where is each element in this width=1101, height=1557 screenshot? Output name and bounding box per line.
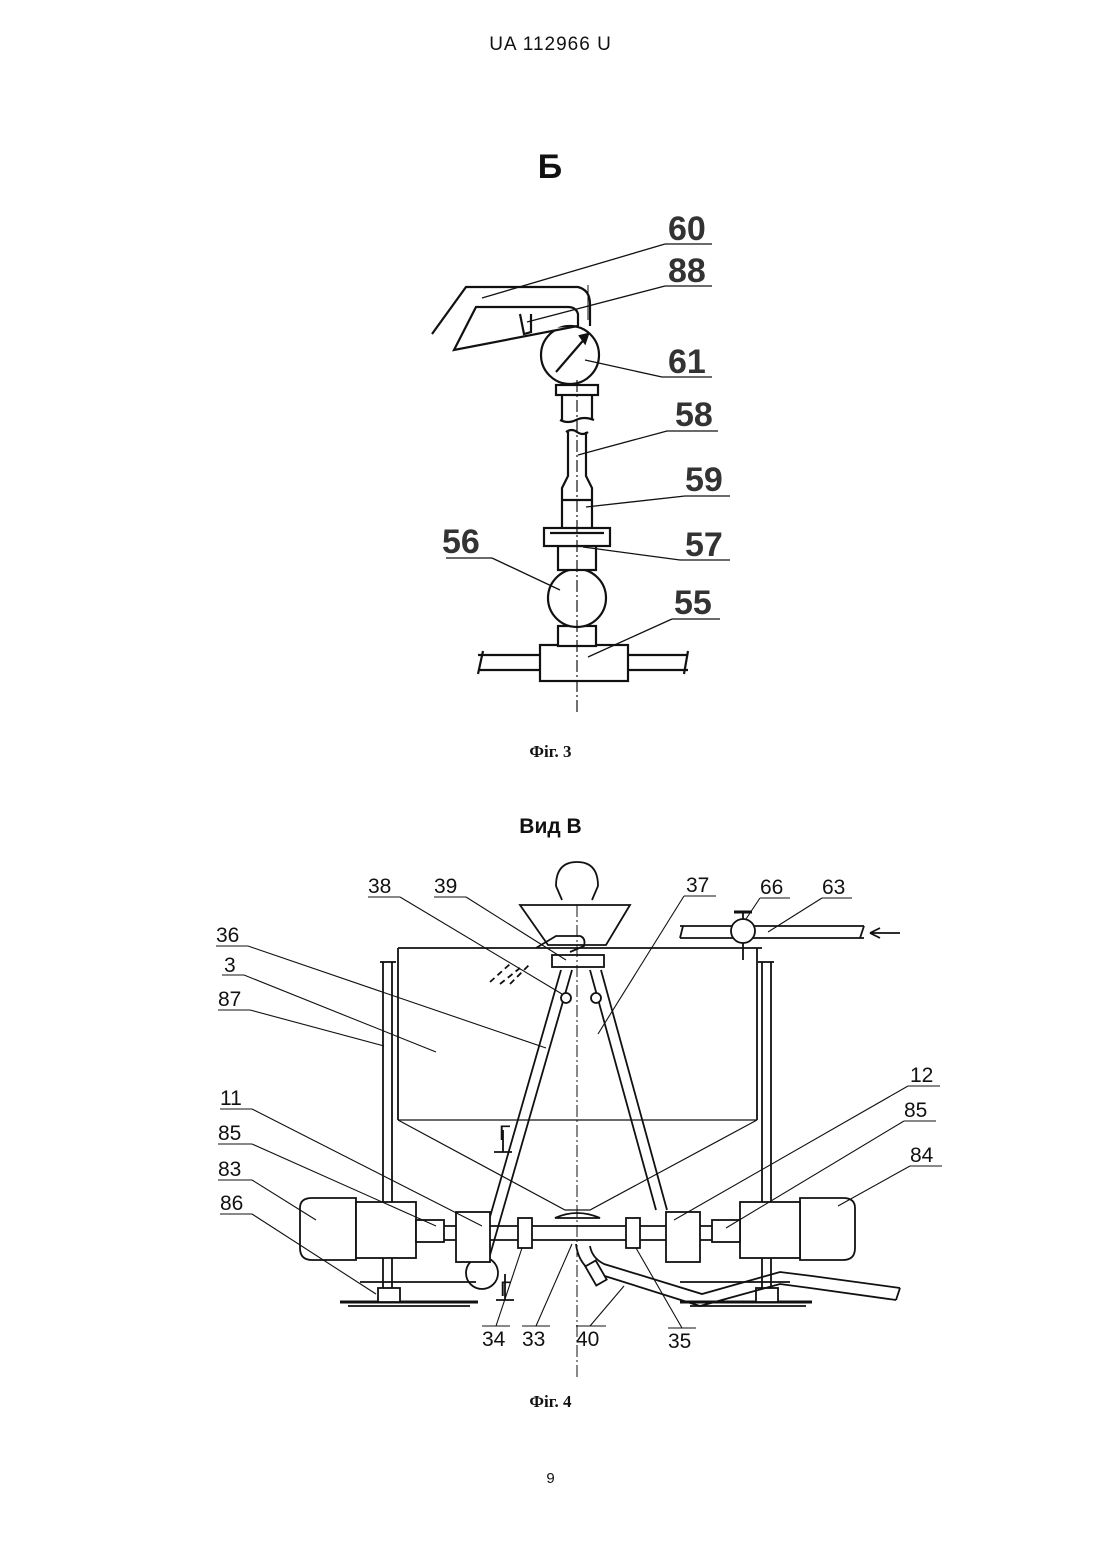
fig4-label-3: 3 bbox=[224, 954, 236, 977]
fig3-label-57: 57 bbox=[685, 526, 723, 564]
fig4-label-87: 87 bbox=[218, 988, 241, 1011]
figure4-caption: Фіг. 4 bbox=[0, 1392, 1101, 1412]
fig4-label-38: 38 bbox=[368, 875, 391, 898]
fig4-label-12: 12 bbox=[910, 1064, 933, 1087]
fig3-label-59: 59 bbox=[685, 461, 723, 499]
fig4-section-mark-upper: Г bbox=[499, 1122, 510, 1145]
fig3-label-55: 55 bbox=[674, 584, 712, 622]
figure3-drawing bbox=[432, 285, 688, 712]
fig3-label-56: 56 bbox=[442, 523, 480, 561]
fig4-label-36: 36 bbox=[216, 924, 239, 947]
figure3-caption: Фіг. 3 bbox=[0, 742, 1101, 762]
fig3-label-58: 58 bbox=[675, 396, 713, 434]
fig4-label-85-right: 85 bbox=[904, 1099, 927, 1122]
fig4-label-66: 66 bbox=[760, 876, 783, 899]
fig4-label-37: 37 bbox=[686, 874, 709, 897]
fig4-label-39: 39 bbox=[434, 875, 457, 898]
fig4-label-85-left: 85 bbox=[218, 1122, 241, 1145]
fig4-label-86: 86 bbox=[220, 1192, 243, 1215]
fig4-label-35: 35 bbox=[668, 1330, 691, 1353]
fig4-label-40: 40 bbox=[576, 1328, 599, 1351]
fig3-label-61: 61 bbox=[668, 343, 706, 381]
fig3-label-88: 88 bbox=[668, 252, 706, 290]
fig4-label-33: 33 bbox=[522, 1328, 545, 1351]
figure4-drawing bbox=[300, 862, 900, 1380]
fig4-label-11: 11 bbox=[220, 1087, 242, 1110]
fig4-label-34: 34 bbox=[482, 1328, 506, 1351]
page-number: 9 bbox=[0, 1470, 1101, 1487]
fig4-label-83: 83 bbox=[218, 1158, 241, 1181]
fig4-label-84: 84 bbox=[910, 1144, 934, 1167]
fig4-label-63: 63 bbox=[822, 876, 845, 899]
figure4-title: Вид В bbox=[0, 815, 1101, 839]
fig4-section-mark-lower: Г bbox=[500, 1278, 511, 1301]
fig3-label-60: 60 bbox=[668, 210, 706, 248]
